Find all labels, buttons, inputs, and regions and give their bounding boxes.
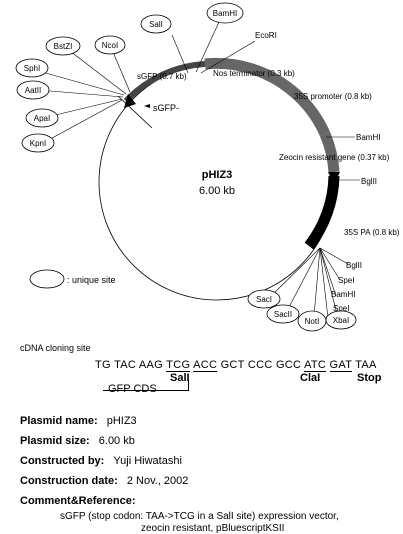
bamhi-right-label: BamHI (356, 133, 380, 142)
xbai-label: XbaI (333, 316, 349, 325)
35s-promoter-label: 35S promoter (0.8 kb) (294, 92, 372, 101)
bstzi-label: BstZI (54, 42, 73, 51)
sphi-label: SphI (24, 64, 40, 73)
spei-2-label: SpeI (333, 304, 349, 313)
ncoi-oval (94, 35, 126, 55)
info-size-value: 6.00 kb (98, 435, 135, 447)
aatii-label: AatII (25, 86, 41, 95)
codon-clai: ATC (304, 359, 327, 372)
ecori-line (200, 40, 256, 74)
info-constructed-value: Yuji Hiwatashi (113, 455, 182, 467)
sphi-oval (15, 58, 49, 78)
bamhi-top-label: BamHI (213, 9, 237, 18)
info-comment-line1: sGFP (stop codon: TAA->TCG in a SalI sit… (60, 511, 339, 522)
ncoi-label: NcoI (102, 41, 118, 50)
codon: TG (95, 359, 111, 371)
codon: AAG (138, 359, 164, 371)
codon: CCC (247, 359, 273, 371)
codon-sali: ACC (193, 359, 218, 372)
sgfp-minus-line (117, 95, 153, 129)
stop-label: Stop (357, 372, 382, 384)
sacii-label: SacII (274, 310, 292, 319)
codon: GCT (220, 359, 245, 371)
info-constructed: Constructed by: Yuji Hiwatashi (20, 455, 182, 467)
spei-1-label: SpeI (338, 276, 354, 285)
legend-text: : unique site (67, 275, 116, 285)
codon-clai: GAT (329, 359, 353, 372)
info-name-value: pHIZ3 (106, 415, 137, 427)
sali-line (171, 34, 189, 74)
clai-site-label: ClaI (300, 372, 321, 384)
35s-pa-arc (304, 175, 340, 250)
info-constructed-label: Constructed by: (20, 455, 105, 467)
bstzi-oval (45, 36, 81, 56)
bamhi-top-line (195, 21, 220, 73)
plasmid-name-center: pHIZ3 (202, 169, 233, 181)
info-date-label: Construction date: (20, 475, 118, 487)
zeocin-label: Zeocin resistant gene (0.37 kb) (279, 153, 390, 162)
nos-terminator-label: Nos terminator (0.3 kb) (213, 69, 295, 78)
zeocin-arc (319, 131, 340, 173)
kpni-label: KpnI (30, 139, 46, 148)
sali-oval (140, 14, 172, 34)
ecori-label: EcoRI (255, 31, 277, 40)
info-comment-line2: zeocin resistant, pBluescriptKSII (141, 523, 285, 534)
cloning-sequence: TG TAC AAG TCG ACC GCT CCC GCC ATC GAT T… (95, 359, 377, 372)
bglii-bottom-label: BglII (346, 261, 362, 270)
codon: TAC (114, 359, 137, 371)
gfp-cds-bracket (103, 380, 189, 391)
sali-label: SalI (149, 20, 163, 29)
info-date: Construction date: 2 Nov., 2002 (20, 475, 188, 487)
info-name-label: Plasmid name: (20, 415, 98, 427)
saci-label: SacI (256, 295, 272, 304)
bamhi-top-oval (206, 2, 244, 24)
codon-sali: TCG (166, 359, 191, 372)
plasmid-map: pHIZ3 6.00 kb Nos terminator (0.3 kb) 35… (15, 2, 400, 332)
info-plasmid-name: Plasmid name: pHIZ3 (20, 415, 137, 427)
plasmid-size-center: 6.00 kb (199, 185, 235, 197)
35s-pa-label: 35S PA (0.8 kb) (344, 228, 400, 237)
saci-oval (247, 289, 281, 309)
sgfp-minus-arrow (144, 104, 150, 108)
noti-label: NotI (305, 317, 320, 326)
kpni-oval (21, 133, 55, 153)
aatii-oval (16, 80, 50, 100)
apai-label: ApaI (34, 114, 50, 123)
info-comment-label: Comment&Reference: (20, 495, 136, 507)
bamhi-bottom-label: BamHI (331, 290, 355, 299)
legend-oval (29, 269, 65, 289)
sali-site-label: SalI (170, 372, 190, 384)
codon: GCC (275, 359, 302, 371)
info-date-value: 2 Nov., 2002 (126, 475, 189, 487)
bottom-site-cluster (267, 247, 349, 319)
codon-stop: TAA (355, 359, 377, 371)
gfp-cds-label: GFP CDS (108, 383, 157, 395)
xbai-oval (325, 310, 357, 330)
sgfp-arc (123, 61, 206, 104)
info-plasmid-size: Plasmid size: 6.00 kb (20, 435, 135, 447)
info-size-label: Plasmid size: (20, 435, 90, 447)
left-site-cluster (34, 44, 131, 144)
35s-promoter-arc (286, 84, 331, 137)
sacii-oval (266, 304, 300, 324)
nos-terminator-arc (204, 57, 294, 94)
sgfp-label: sGFP (0.7 kb) (137, 72, 187, 81)
cloning-title: cDNA cloning site (20, 343, 91, 353)
sgfp-minus-label: sGFP- (153, 103, 179, 113)
apai-oval (25, 108, 59, 128)
bglii-top-label: BglII (361, 177, 377, 186)
